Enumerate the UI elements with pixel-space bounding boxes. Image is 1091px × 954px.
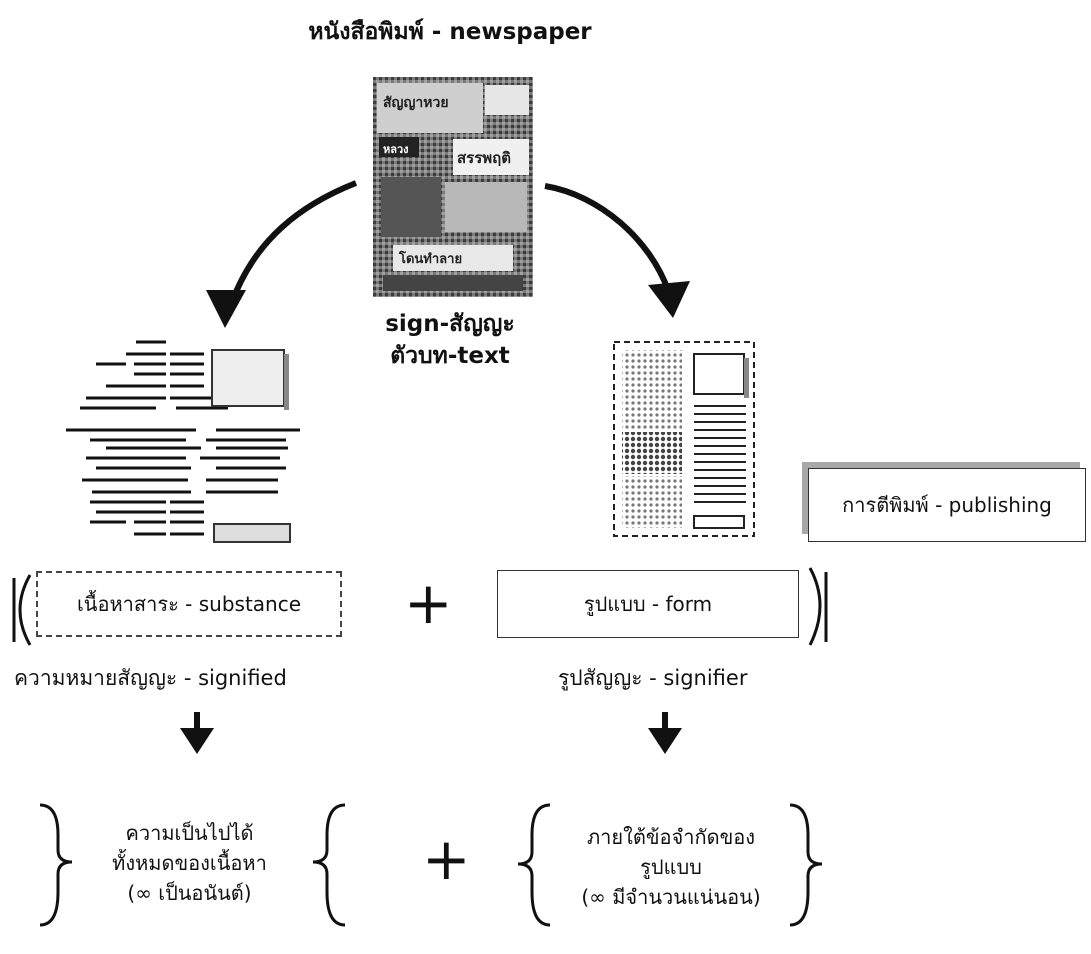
headline-4: โดนทำลาย <box>398 250 462 267</box>
headline-2: หลวง <box>383 143 409 156</box>
possibility-line-1: ความเป็นไปได้ <box>125 821 254 845</box>
plus-sign-top: + <box>404 569 453 637</box>
left-paren-top <box>18 574 32 646</box>
constraint-line-3: (∞ มีจำนวนแน่นอน) <box>581 885 761 909</box>
form-layout-illustration <box>613 341 755 537</box>
brace-left-closing <box>39 803 73 927</box>
form-box: รูปแบบ - form <box>497 570 799 638</box>
sign-label: sign-สัญญะ <box>385 311 515 337</box>
brace-left-opening <box>312 803 346 927</box>
left-arrowhead <box>206 290 246 328</box>
possibility-line-2: ทั้งหมดของเนื้อหา <box>112 851 267 875</box>
substance-box: เนื้อหาสาระ - substance <box>36 571 342 637</box>
possibility-line-3: (∞ เป็นอนันต์) <box>127 881 252 905</box>
text-layout-illustration <box>66 340 300 543</box>
plus-sign-bottom: + <box>422 825 471 893</box>
newspaper-image: สัญญาหวย หลวง สรรพฤติ โดนทำลาย <box>373 77 533 297</box>
constraint-line-2: รูปแบบ <box>640 855 702 879</box>
signifier-label: รูปสัญญะ - signifier <box>558 666 748 690</box>
page-title: หนังสือพิมพ์ - newspaper <box>308 19 592 45</box>
right-arrowhead <box>648 281 690 318</box>
constraint-line-1: ภายใต้ข้อจำกัดของ <box>586 825 756 849</box>
right-paren-top <box>808 567 822 646</box>
right-curved-arrow <box>544 183 671 292</box>
brace-right-closing <box>789 803 823 927</box>
text-label: ตัวบท-text <box>390 343 510 369</box>
constraint-text: ภายใต้ข้อจำกัดของ รูปแบบ (∞ มีจำนวนแน่นอ… <box>540 822 802 912</box>
possibility-text: ความเป็นไปได้ ทั้งหมดของเนื้อหา (∞ เป็นอ… <box>62 818 317 908</box>
signified-label: ความหมายสัญญะ - signified <box>14 666 287 690</box>
publishing-box: การตีพิมพ์ - publishing <box>808 468 1086 542</box>
brace-right-opening <box>517 803 551 927</box>
left-down-arrow <box>180 712 214 754</box>
right-down-arrow <box>648 712 682 754</box>
headline-3: สรรพฤติ <box>457 149 511 167</box>
headline-1: สัญญาหวย <box>383 95 449 111</box>
left-curved-arrow <box>229 180 358 304</box>
